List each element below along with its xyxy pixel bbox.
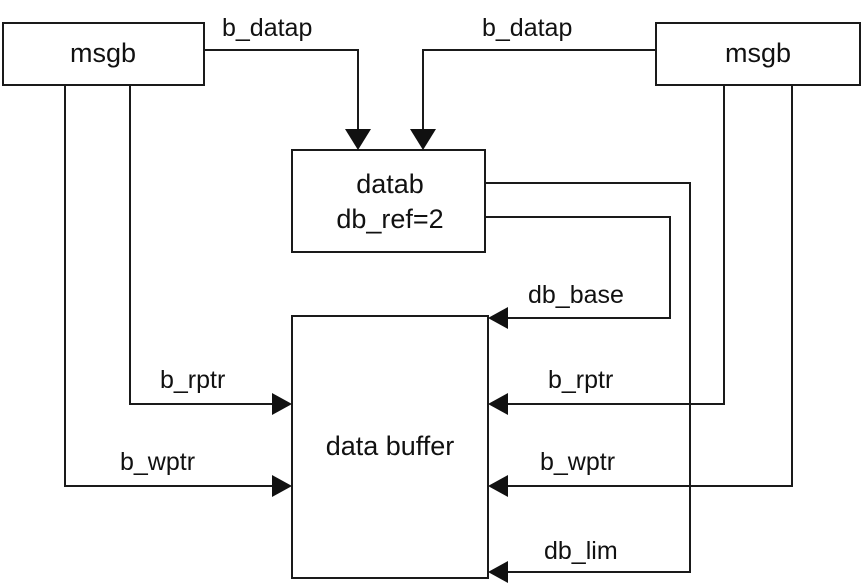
right-b-wptr-line [508, 85, 793, 487]
left-b-datap-label: b_datap [222, 14, 312, 42]
right-b-rptr-arrowhead [488, 393, 508, 415]
left-b-rptr-label: b_rptr [160, 366, 225, 394]
db-lim-line [485, 182, 691, 573]
right-msgb-label: msgb [725, 38, 791, 68]
db-ref-label: db_ref=2 [336, 204, 443, 234]
right-b-rptr-line [508, 85, 725, 405]
data-buffer-box [291, 315, 489, 579]
db-lim-arrowhead [488, 561, 508, 583]
left-b-datap-arrowhead [345, 129, 371, 150]
right-b-wptr-arrowhead [488, 475, 508, 497]
left-b-wptr-arrowhead [272, 475, 292, 497]
left-msgb-box [2, 22, 205, 86]
right-b-datap-line [422, 49, 656, 130]
db-base-label: db_base [528, 281, 624, 309]
right-b-rptr-label: b_rptr [548, 366, 613, 394]
right-msgb-box [655, 22, 861, 86]
right-b-wptr-label: b_wptr [540, 448, 615, 476]
right-b-datap-label: b_datap [482, 14, 572, 42]
data-buffer-label: data buffer [326, 431, 455, 461]
left-b-wptr-line [64, 85, 272, 487]
left-msgb-label: msgb [70, 38, 136, 68]
datab-label: datab [356, 169, 424, 199]
db-lim-label: db_lim [544, 537, 618, 565]
left-b-rptr-arrowhead [272, 393, 292, 415]
db-base-line [485, 216, 671, 319]
left-b-datap-line [204, 49, 359, 130]
db-base-arrowhead [488, 307, 508, 329]
right-b-datap-arrowhead [410, 129, 436, 150]
datab-box [291, 149, 486, 253]
left-b-rptr-line [129, 85, 272, 405]
left-b-wptr-label: b_wptr [120, 448, 195, 476]
